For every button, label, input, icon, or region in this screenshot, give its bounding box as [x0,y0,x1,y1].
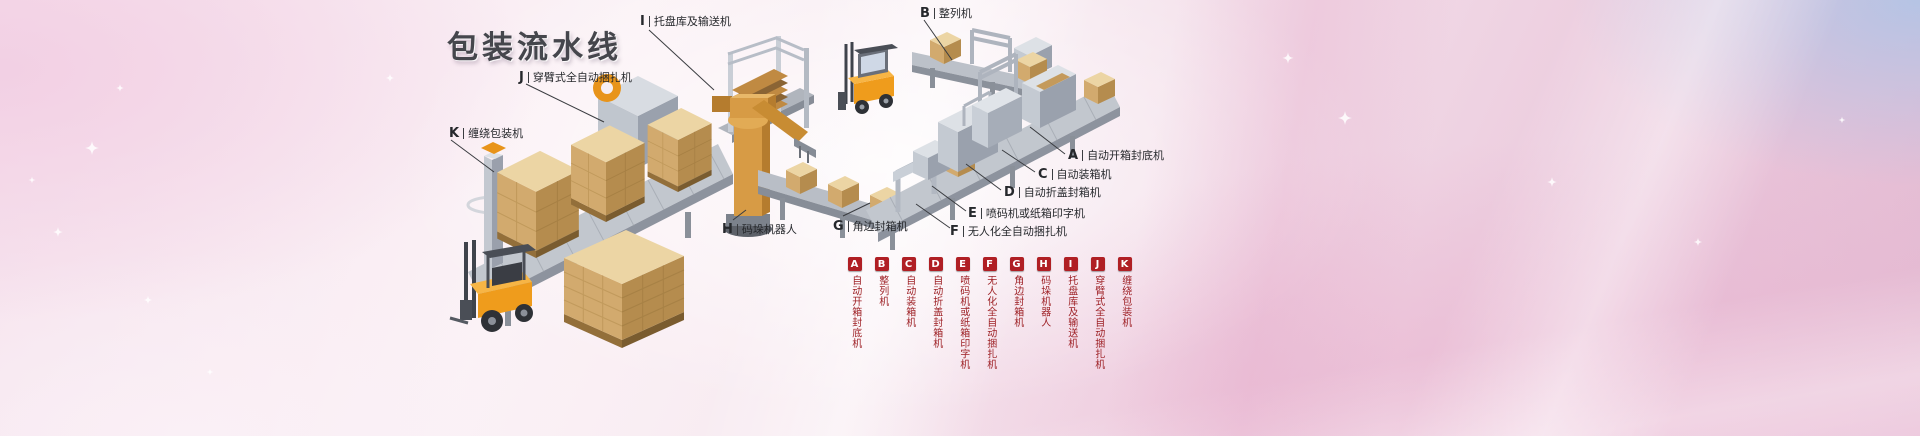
callout-separator [527,71,529,83]
callout-k-label: 缠绕包装机 [468,127,524,140]
callout-h-label: 码垛机器人 [741,223,797,236]
callout-e-label: 喷码机或纸箱印字机 [985,207,1085,220]
callout-g-letter: G [833,218,844,234]
callout-h-letter: H [722,221,733,237]
callout-b-letter: B [920,5,930,21]
callout-c-letter: C [1038,166,1048,182]
callout-separator [933,7,935,19]
callout-a-letter: A [1068,147,1079,163]
callout-i-label: 托盘库及输送机 [653,15,731,28]
callout-e-letter: E [968,205,977,221]
legend-badge-j: J [1090,257,1105,271]
legend-label-k: 缠绕包装机 [1119,275,1131,328]
legend-item-g: G 角边封箱机 [1003,257,1030,370]
legend-badge-c: C [901,257,916,271]
legend-item-b: B 整列机 [868,257,895,370]
legend-badge-e: E [955,257,970,271]
legend-label-c: 自动装箱机 [903,275,915,328]
legend-label-i: 托盘库及输送机 [1065,275,1077,349]
legend-item-e: E 喷码机或纸箱印字机 [949,257,976,370]
banner-heading: 包装流水线 [447,30,622,66]
callout-leader-lines [450,19,1066,229]
callout-k: K 缠绕包装机 [449,125,523,141]
legend-label-j: 穿臂式全自动捆扎机 [1092,275,1104,370]
callout-d-label: 自动折盖封箱机 [1023,186,1101,199]
legend-item-c: C 自动装箱机 [895,257,922,370]
legend-label-e: 喷码机或纸箱印字机 [957,275,969,370]
legend-item-a: A 自动开箱封底机 [841,257,868,370]
callout-separator [463,127,465,139]
legend-label-h: 码垛机器人 [1038,275,1050,328]
callout-separator [980,207,982,219]
legend-item-h: H 码垛机器人 [1030,257,1057,370]
callout-b: B 整列机 [920,5,972,21]
legend-item-k: K 缠绕包装机 [1111,257,1138,370]
legend-badge-f: F [982,257,997,271]
callout-d-letter: D [1004,184,1015,200]
forklift-top [838,42,898,114]
callout-h: H 码垛机器人 [722,221,797,237]
callout-separator [1051,168,1053,180]
legend-label-f: 无人化全自动捆扎机 [984,275,996,370]
case-erector-a [1022,65,1076,128]
legend-item-i: I 托盘库及输送机 [1057,257,1084,370]
legend-label-d: 自动折盖封箱机 [930,275,942,349]
legend-item-f: F 无人化全自动捆扎机 [976,257,1003,370]
main-packing-conveyor [866,72,1120,250]
callout-b-label: 整列机 [938,7,972,20]
callout-j-label: 穿臂式全自动捆扎机 [532,71,632,84]
transfer-conveyor [758,162,901,238]
callout-separator [962,225,964,237]
legend-badge-d: D [928,257,943,271]
forklift-bottom [449,240,536,332]
callout-g: G 角边封箱机 [833,218,908,234]
legend-label-g: 角边封箱机 [1011,275,1023,328]
legend-badge-g: G [1009,257,1024,271]
callout-j-letter: J [519,69,524,85]
callout-separator [847,220,849,232]
callout-g-label: 角边封箱机 [852,220,908,233]
callout-separator [736,223,738,235]
callout-f-label: 无人化全自动捆扎机 [967,225,1067,238]
callout-d: D 自动折盖封箱机 [1004,184,1101,200]
callout-f: F 无人化全自动捆扎机 [950,223,1067,239]
legend-label-b: 整列机 [876,275,888,307]
legend-badge-k: K [1117,257,1132,271]
legend-item-j: J 穿臂式全自动捆扎机 [1084,257,1111,370]
legend-badge-h: H [1036,257,1051,271]
legend-badge-b: B [874,257,889,271]
case-packer-c [972,52,1022,148]
callout-i: I 托盘库及输送机 [640,13,731,29]
callout-a-label: 自动开箱封底机 [1087,149,1165,162]
callout-j: J 穿臂式全自动捆扎机 [519,69,632,85]
callout-a: A 自动开箱封底机 [1068,147,1164,163]
callout-f-letter: F [950,223,959,239]
legend-item-d: D 自动折盖封箱机 [922,257,949,370]
callout-k-letter: K [449,125,460,141]
callout-c-label: 自动装箱机 [1056,168,1112,181]
callout-i-letter: I [640,13,645,29]
callout-e: E 喷码机或纸箱印字机 [968,205,1085,221]
callout-separator [1082,149,1084,161]
legend-label-a: 自动开箱封底机 [849,275,861,349]
floor-carton-stack [563,230,685,348]
legend-badge-a: A [847,257,862,271]
callout-c: C 自动装箱机 [1038,166,1112,182]
legend-badge-i: I [1063,257,1078,271]
callout-separator [1018,186,1020,198]
callout-separator [648,15,650,27]
machine-legend: A 自动开箱封底机 B 整列机 C 自动装箱机 D 自动折盖封箱机 E 喷码机或… [841,257,1138,370]
